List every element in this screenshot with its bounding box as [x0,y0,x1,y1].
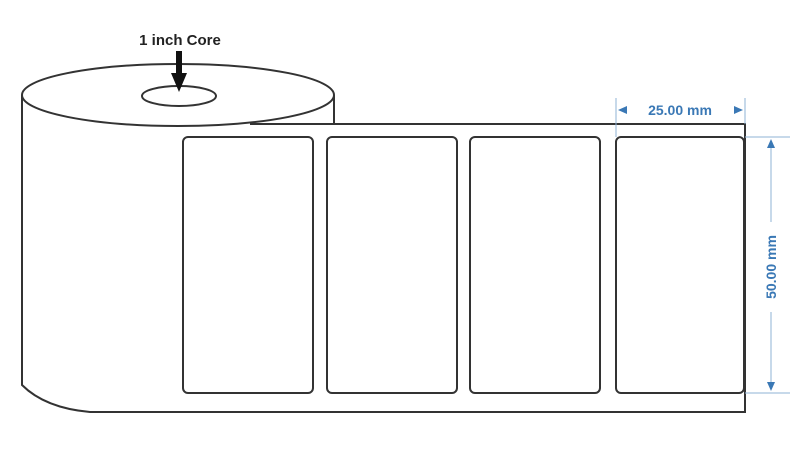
label-4 [615,136,745,394]
height-dimension: 50.00 mm [763,235,779,299]
arrow-right-icon [734,106,743,114]
arrow-left-icon [618,106,627,114]
core-arrow-icon [171,51,187,92]
label-3 [469,136,601,394]
label-2 [326,136,458,394]
core-label: 1 inch Core [139,32,221,49]
width-dimension: 25.00 mm [648,102,712,118]
roll-body [21,95,746,413]
dimension-guides [615,98,790,394]
arrow-up-icon [767,139,775,148]
arrow-down-icon [767,382,775,391]
label-1 [182,136,314,394]
